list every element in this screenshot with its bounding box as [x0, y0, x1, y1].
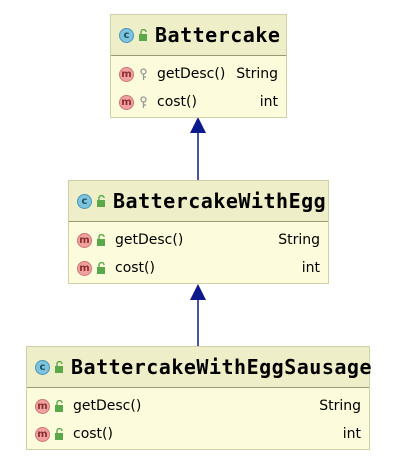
class-name: BattercakeWithEggSausage — [71, 355, 372, 379]
class-name: Battercake — [155, 23, 281, 47]
class-header: c BattercakeWithEgg — [69, 181, 328, 222]
method-row[interactable]: m cost() int — [111, 88, 286, 116]
method-icon: m — [35, 398, 50, 414]
method-row[interactable]: m getDesc() String — [111, 60, 286, 88]
class-battercake-with-egg[interactable]: c BattercakeWithEgg m getDesc() String m… — [68, 180, 329, 284]
method-name: cost() — [157, 94, 197, 110]
public-lock-icon — [97, 195, 105, 207]
class-header: c BattercakeWithEggSausage — [27, 347, 372, 388]
method-row[interactable]: m getDesc() String — [69, 226, 328, 254]
method-name: getDesc() — [73, 398, 142, 414]
class-battercake-with-egg-sausage[interactable]: c BattercakeWithEggSausage m getDesc() S… — [26, 346, 372, 450]
class-header: c Battercake — [111, 15, 286, 56]
method-name: cost() — [115, 260, 155, 276]
public-lock-icon — [55, 428, 63, 440]
method-name: cost() — [73, 426, 113, 442]
inheritance-arrowhead-egg — [190, 284, 206, 300]
method-return-type: String — [236, 66, 278, 82]
class-name: BattercakeWithEgg — [113, 189, 327, 213]
method-row[interactable]: m cost() int — [69, 254, 328, 282]
public-lock-icon — [55, 400, 63, 412]
class-icon: c — [119, 27, 134, 43]
method-icon: m — [77, 260, 92, 276]
method-row[interactable]: m cost() int — [27, 420, 369, 448]
method-return-type: int — [342, 426, 361, 442]
method-icon: m — [35, 426, 50, 442]
class-icon: c — [77, 193, 92, 209]
public-lock-icon — [55, 361, 63, 373]
method-row[interactable]: m getDesc() String — [27, 392, 369, 420]
class-battercake[interactable]: c Battercake m getDesc() String m cost( — [110, 14, 287, 118]
method-name: getDesc() — [115, 232, 184, 248]
class-icon: c — [35, 359, 50, 375]
class-members: m getDesc() String m cost() int — [27, 388, 369, 448]
method-return-type: int — [301, 260, 320, 276]
class-members: m getDesc() String m cost() int — [111, 56, 286, 116]
public-lock-icon — [97, 262, 105, 274]
method-icon: m — [119, 66, 134, 82]
method-return-type: int — [259, 94, 278, 110]
method-icon: m — [119, 94, 134, 110]
key-icon — [140, 96, 147, 108]
class-members: m getDesc() String m cost() int — [69, 222, 328, 282]
method-icon: m — [77, 232, 92, 248]
method-name: getDesc() — [157, 66, 226, 82]
inheritance-arrowhead-battercake — [190, 117, 206, 133]
public-lock-icon — [97, 234, 105, 246]
method-return-type: String — [319, 398, 361, 414]
key-icon — [140, 68, 147, 80]
public-lock-icon — [139, 29, 147, 41]
method-return-type: String — [278, 232, 320, 248]
